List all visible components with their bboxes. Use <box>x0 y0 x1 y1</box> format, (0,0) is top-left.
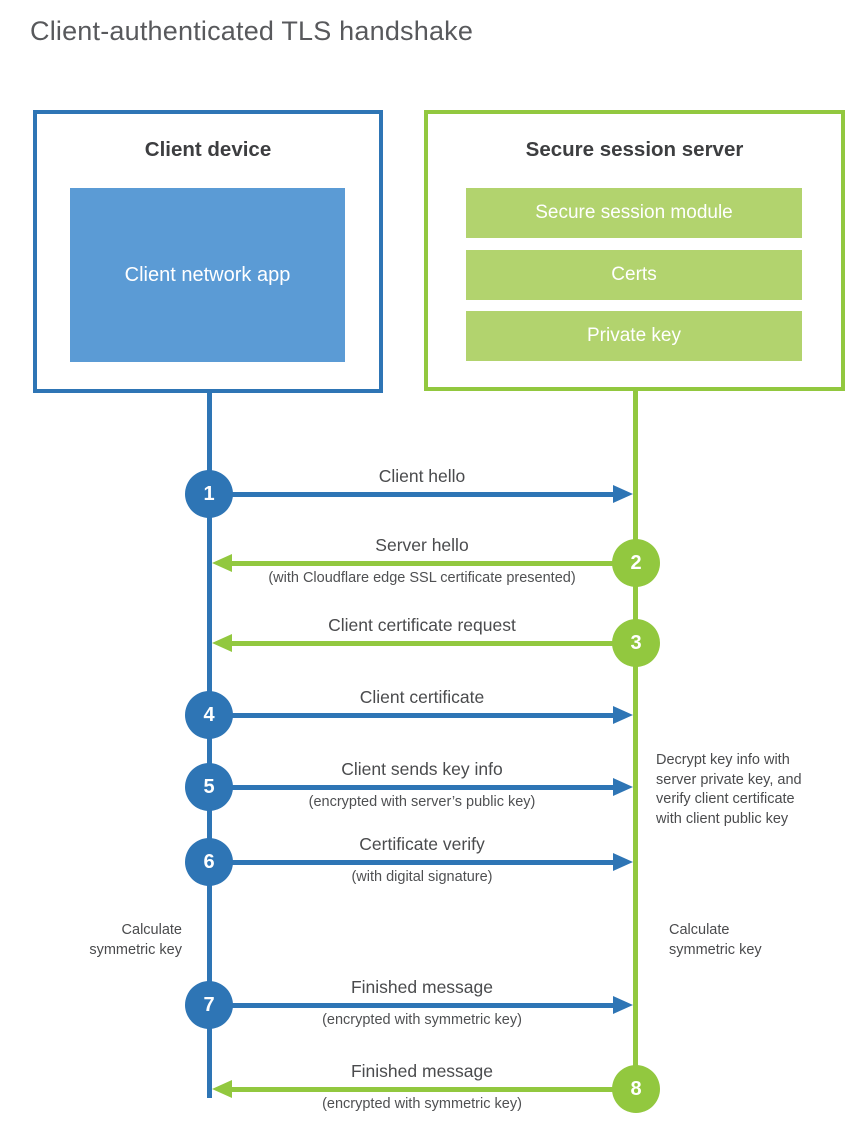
step-8-sublabel: (encrypted with symmetric key) <box>322 1096 522 1112</box>
client-network-app-box: Client network app <box>70 188 345 362</box>
secure-session-server-box: Secure session server Secure session mod… <box>424 110 845 391</box>
arrowhead-right-icon <box>613 778 633 796</box>
calculate-symmetric-key-note-server: Calculate symmetric key <box>669 922 762 958</box>
arrow-line-step-1 <box>211 492 613 497</box>
arrowhead-right-icon <box>613 706 633 724</box>
step-8-label: Finished message <box>350 1061 494 1081</box>
arrowhead-left-icon <box>212 1080 232 1098</box>
step-4-label: Client certificate <box>359 687 485 707</box>
client-lifeline <box>207 393 212 1098</box>
step-1-circle: 1 <box>185 470 233 518</box>
arrow-line-step-2 <box>232 561 635 566</box>
arrow-line-step-7 <box>211 1003 613 1008</box>
arrow-line-step-4 <box>211 713 613 718</box>
step-1-label: Client hello <box>378 466 466 486</box>
arrowhead-right-icon <box>613 853 633 871</box>
step-6-label: Certificate verify <box>359 834 485 854</box>
arrow-line-step-6 <box>211 860 613 865</box>
decrypt-key-note: Decrypt key info with server private key… <box>656 752 802 827</box>
step-5-circle: 5 <box>185 763 233 811</box>
step-7-sublabel: (encrypted with symmetric key) <box>322 1012 522 1028</box>
arrowhead-left-icon <box>212 554 232 572</box>
step-6-circle: 6 <box>185 838 233 886</box>
step-8-circle: 8 <box>612 1065 660 1113</box>
client-device-title: Client device <box>144 138 272 161</box>
calculate-symmetric-key-note-client: Calculate symmetric key <box>89 922 182 958</box>
step-5-label: Client sends key info <box>341 759 503 779</box>
step-7-label: Finished message <box>350 977 494 997</box>
step-6-sublabel: (with digital signature) <box>351 869 493 885</box>
step-2-sublabel: (with Cloudflare edge SSL certificate pr… <box>268 570 576 586</box>
client-device-box: Client device Client network app <box>33 110 383 393</box>
arrow-line-step-3 <box>232 641 635 646</box>
step-2-circle: 2 <box>612 539 660 587</box>
arrowhead-left-icon <box>212 634 232 652</box>
page-title: Client-authenticated TLS handshake <box>30 16 474 46</box>
step-5-sublabel: (encrypted with server’s public key) <box>308 794 536 810</box>
arrow-line-step-5 <box>211 785 613 790</box>
step-3-label: Client certificate request <box>328 615 516 635</box>
step-3-circle: 3 <box>612 619 660 667</box>
step-4-circle: 4 <box>185 691 233 739</box>
arrowhead-right-icon <box>613 485 633 503</box>
server-module-private-key: Private key <box>466 311 802 361</box>
client-network-app-label: Client network app <box>124 263 291 286</box>
server-module-certs: Certs <box>466 250 802 300</box>
server-lifeline <box>633 391 638 1091</box>
step-2-label: Server hello <box>375 535 469 555</box>
step-7-circle: 7 <box>185 981 233 1029</box>
server-module-secure-session: Secure session module <box>466 188 802 238</box>
secure-session-server-title: Secure session server <box>525 138 744 161</box>
arrowhead-right-icon <box>613 996 633 1014</box>
arrow-line-step-8 <box>232 1087 635 1092</box>
